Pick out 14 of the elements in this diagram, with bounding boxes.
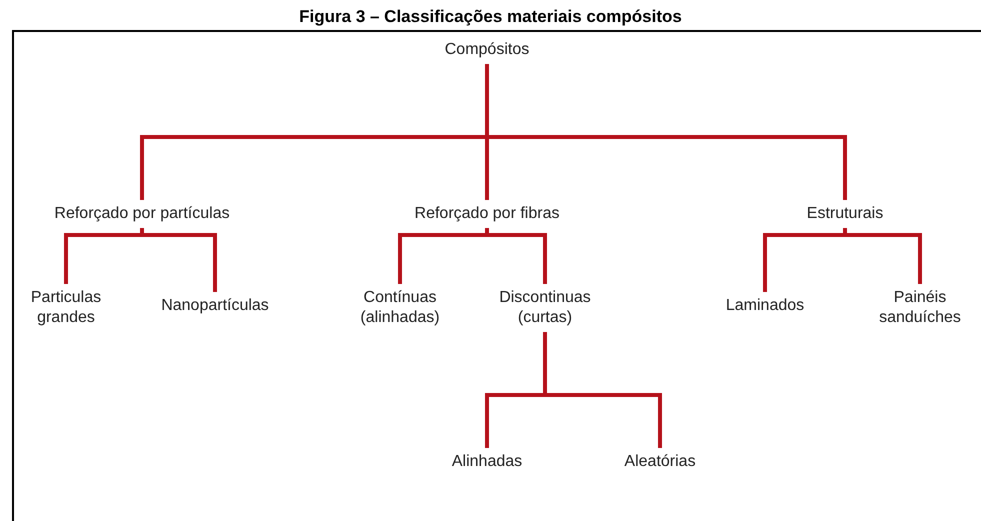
category-label: Contínuas (alinhadas) xyxy=(345,284,455,332)
category-label: Nanopartículas xyxy=(140,292,290,320)
category-label: Discontinuas (curtas) xyxy=(480,284,610,332)
category-label: Aleatórias xyxy=(610,448,710,476)
category-label: Reforçado por fibras xyxy=(387,200,587,228)
category-label: Laminados xyxy=(710,292,820,320)
category-label: Painéis sanduíches xyxy=(870,284,970,332)
category-label: Alinhadas xyxy=(437,448,537,476)
figure-title: Figura 3 – Classificações materiais compósitos xyxy=(298,6,683,28)
category-label: Compósitos xyxy=(417,36,557,64)
category-label: Estruturais xyxy=(785,200,905,228)
category-label: Reforçado por partículas xyxy=(22,200,262,228)
category-label: Particulas grandes xyxy=(16,284,116,332)
tree-connector xyxy=(485,64,847,200)
